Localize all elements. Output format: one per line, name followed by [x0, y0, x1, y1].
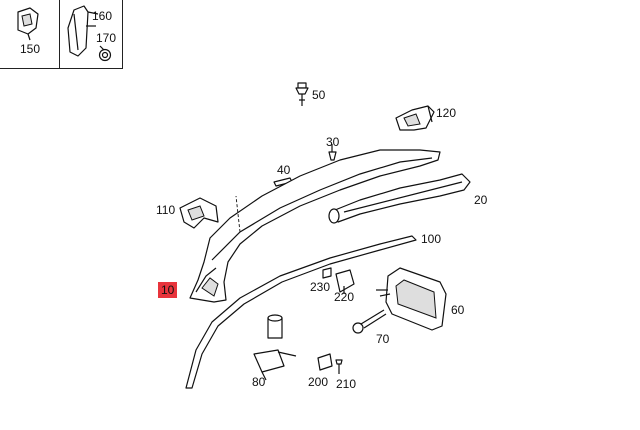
label-80: 80 — [252, 375, 266, 389]
label-50: 50 — [312, 88, 326, 102]
label-200: 200 — [308, 375, 329, 389]
label-60: 60 — [451, 303, 465, 317]
part-210-screw — [335, 359, 343, 374]
part-150-clip — [17, 7, 39, 41]
part-100-seal — [185, 235, 417, 389]
part-230-clip — [322, 267, 332, 279]
label-120: 120 — [436, 106, 457, 120]
part-20-duct — [328, 173, 471, 224]
part-170-nut — [98, 45, 112, 62]
label-70: 70 — [376, 332, 390, 346]
label-210: 210 — [336, 377, 357, 391]
part-120-bracket — [395, 105, 435, 131]
part-10-trim — [189, 149, 441, 303]
part-30-clip — [328, 144, 337, 161]
label-170: 170 — [96, 31, 117, 45]
label-100: 100 — [421, 232, 442, 246]
label-150: 150 — [20, 42, 41, 56]
label-160: 160 — [92, 9, 113, 23]
label-230: 230 — [310, 280, 331, 294]
label-110: 110 — [156, 203, 176, 217]
part-60-module — [376, 267, 447, 331]
label-20: 20 — [474, 193, 488, 207]
part-160-bracket — [67, 5, 99, 57]
label-220: 220 — [334, 290, 355, 304]
part-50-pin — [295, 82, 309, 106]
part-200-clip — [317, 353, 333, 371]
label-30: 30 — [326, 135, 340, 149]
part-80-sensor — [253, 314, 297, 381]
part-70-bolt — [352, 309, 387, 334]
label-40: 40 — [277, 163, 291, 177]
label-10-highlighted: 10 — [158, 282, 178, 298]
part-110-bracket — [179, 197, 219, 229]
part-220-bracket — [335, 269, 355, 294]
